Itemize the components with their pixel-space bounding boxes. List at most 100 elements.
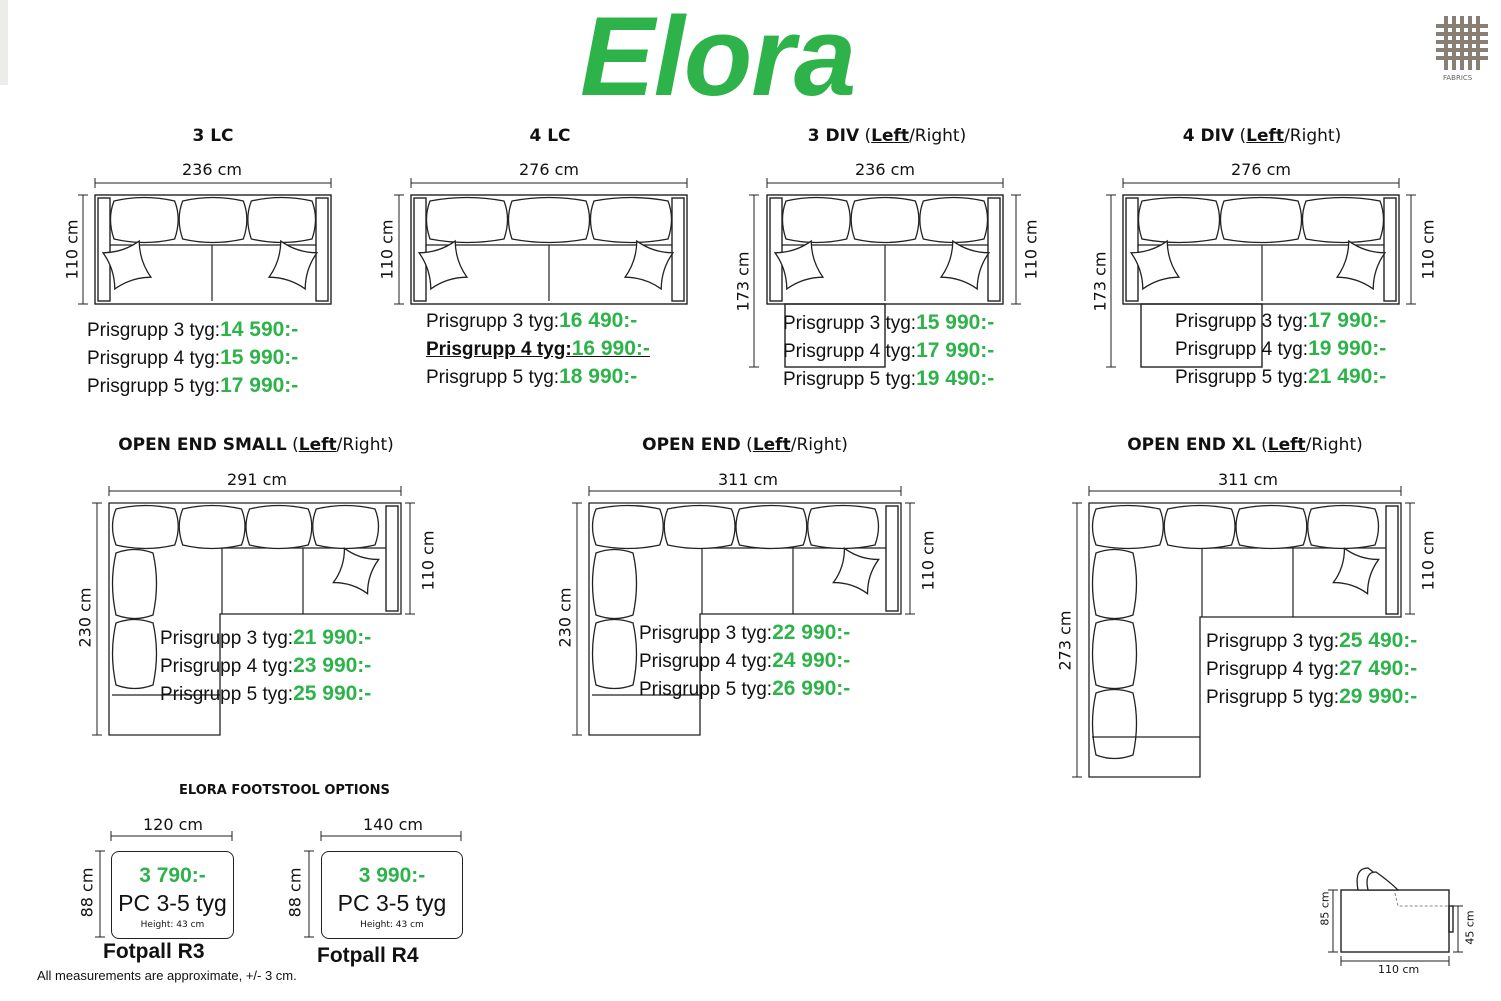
price-row: Prisgrupp 3 tyg:17 990:- xyxy=(1175,309,1387,332)
depth2-label-3div: 110 cm xyxy=(1021,219,1041,280)
corner-outline xyxy=(588,502,902,736)
footstool-r3-name: Fotpall R3 xyxy=(103,940,205,963)
footstool-r4-name: Fotpall R4 xyxy=(317,944,419,967)
throw-pillow xyxy=(832,547,880,595)
side-view-seat-line xyxy=(1394,892,1449,907)
side-view-seat-height: 45 cm xyxy=(1463,910,1477,945)
side-view-back xyxy=(1366,871,1400,891)
footstool-heading: ELORA FOOTSTOOL OPTIONS xyxy=(179,783,390,798)
price-row: Prisgrupp 4 tyg:19 990:- xyxy=(1175,337,1387,360)
back-cushion xyxy=(1301,196,1385,244)
back-cushion xyxy=(1307,504,1380,550)
width-label-3div: 236 cm xyxy=(855,160,916,179)
footstool-r4-width: 140 cm xyxy=(363,815,424,834)
corner-outline xyxy=(1088,502,1402,778)
throw-pillow xyxy=(623,239,675,291)
back-cushion xyxy=(591,548,638,620)
back-cushion xyxy=(178,504,246,550)
back-cushion xyxy=(507,196,591,244)
sofa-outline xyxy=(94,194,332,305)
price-list-open-end-xl: Prisgrupp 3 tyg:25 490:- Prisgrupp 4 tyg… xyxy=(1206,627,1417,711)
price-list-3div: Prisgrupp 3 tyg:15 990:- Prisgrupp 4 tyg… xyxy=(783,309,994,393)
price-row: Prisgrupp 4 tyg:15 990:- xyxy=(87,346,299,369)
price-row: Prisgrupp 5 tyg:19 490:- xyxy=(783,367,995,390)
back-cushion xyxy=(807,504,880,550)
footstool-r4-price: 3 990:- xyxy=(358,864,426,887)
price-row: Prisgrupp 3 tyg:16 490:- xyxy=(426,309,638,332)
throw-pillow xyxy=(1332,547,1380,595)
footstool-r3-price: 3 790:- xyxy=(139,864,206,887)
width-label-open-end-small: 291 cm xyxy=(227,470,288,489)
price-list-3lc: Prisgrupp 3 tyg:14 590:- Prisgrupp 4 tyg… xyxy=(87,316,298,400)
width-label-4lc: 276 cm xyxy=(519,160,580,179)
back-cushion xyxy=(663,504,736,550)
back-cushion xyxy=(589,196,673,244)
corner-outline xyxy=(108,502,402,736)
footstool-r4-group: PC 3-5 tyg xyxy=(337,890,447,916)
price-row: Prisgrupp 3 tyg:14 590:- xyxy=(87,318,299,341)
back-cushion xyxy=(111,618,158,690)
throw-pillow xyxy=(1332,547,1380,595)
back-cushion xyxy=(1091,504,1164,550)
price-row: Prisgrupp 3 tyg:25 490:- xyxy=(1206,629,1418,652)
throw-pillow xyxy=(623,239,675,291)
price-row: Prisgrupp 5 tyg:25 990:- xyxy=(160,682,372,705)
price-row: Prisgrupp 5 tyg:17 990:- xyxy=(87,374,299,397)
width-label-open-end-xl: 311 cm xyxy=(1218,470,1279,489)
throw-pillow xyxy=(1335,239,1387,291)
throw-pillow xyxy=(832,547,880,595)
back-cushion xyxy=(245,504,313,550)
back-cushion xyxy=(591,618,638,690)
armrest xyxy=(315,197,329,302)
back-cushion xyxy=(1219,196,1303,244)
disclaimer: All measurements are approximate, +/- 3 … xyxy=(37,968,297,983)
back-cushion xyxy=(1091,618,1138,690)
back-cushion xyxy=(1091,548,1138,620)
page-title: Elora xyxy=(580,0,856,119)
throw-pillow xyxy=(267,239,319,291)
throw-pillow xyxy=(332,547,380,595)
price-row: Prisgrupp 4 tyg:27 490:- xyxy=(1206,657,1418,680)
back-cushion xyxy=(781,196,851,244)
price-row: Prisgrupp 4 tyg:23 990:- xyxy=(160,654,372,677)
armrest xyxy=(769,197,783,302)
depth2-label-open-end-small: 110 cm xyxy=(418,530,438,591)
module-heading-4lc: 4 LC xyxy=(529,126,571,146)
throw-pillow xyxy=(417,239,469,291)
footstool-r4-depth: 88 cm xyxy=(285,867,305,918)
armrest xyxy=(97,197,111,302)
armrest xyxy=(987,197,1001,302)
throw-pillow xyxy=(267,239,319,291)
module-heading-open-end-small: OPEN END SMALL (Left/Right) xyxy=(118,435,394,455)
back-cushion xyxy=(425,196,509,244)
armrest xyxy=(1383,197,1397,302)
depth-label-4div: 173 cm xyxy=(1090,251,1110,312)
module-heading-open-end-xl: OPEN END XL (Left/Right) xyxy=(1127,435,1363,455)
depth2-label-open-end-xl: 110 cm xyxy=(1418,530,1438,591)
back-cushion xyxy=(111,548,158,620)
width-label-3lc: 236 cm xyxy=(182,160,243,179)
sofa-outline xyxy=(410,194,688,305)
back-cushion xyxy=(1137,196,1221,244)
throw-pillow xyxy=(1129,239,1181,291)
footstool-r3-depth: 88 cm xyxy=(77,867,97,918)
depth-label-open-end-xl: 273 cm xyxy=(1055,610,1075,671)
back-cushion xyxy=(1091,688,1138,760)
footstool-r3-group: PC 3-5 tyg xyxy=(118,890,227,916)
module-heading-4div: 4 DIV (Left/Right) xyxy=(1182,126,1342,146)
side-view-height: 85 cm xyxy=(1318,891,1332,926)
throw-pillow xyxy=(773,239,825,291)
throw-pillow xyxy=(332,547,380,595)
back-cushion xyxy=(1163,504,1236,550)
chaise-extension xyxy=(1140,303,1263,368)
throw-pillow xyxy=(1335,239,1387,291)
price-row: Prisgrupp 4 tyg:24 990:- xyxy=(639,649,851,672)
footstool-r3-height: Height: 43 cm xyxy=(140,920,205,930)
depth-label-open-end-small: 230 cm xyxy=(75,587,95,648)
throw-pillow xyxy=(939,239,991,291)
price-row: Prisgrupp 3 tyg:22 990:- xyxy=(639,621,851,644)
price-row: Prisgrupp 3 tyg:15 990:- xyxy=(783,311,995,334)
depth-label-3div: 173 cm xyxy=(733,251,753,312)
module-heading-3lc: 3 LC xyxy=(192,126,234,146)
